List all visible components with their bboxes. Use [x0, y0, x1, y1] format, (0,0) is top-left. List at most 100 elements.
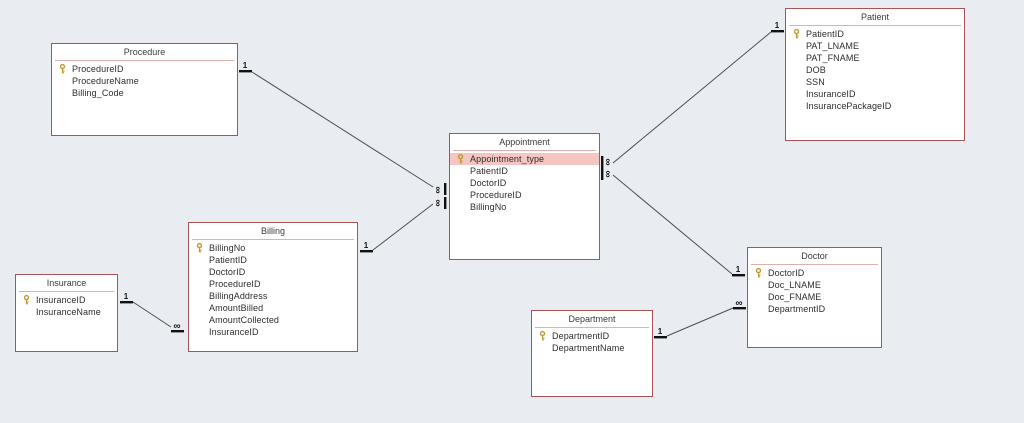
field-row[interactable]: ProcedureID — [189, 278, 357, 290]
many-end-bar — [601, 156, 604, 168]
field-name: ProcedureID — [209, 279, 261, 289]
table-title[interactable]: Patient — [789, 9, 961, 26]
field-row[interactable]: DoctorID — [189, 266, 357, 278]
field-name: ProcedureName — [72, 76, 139, 86]
table-insurance[interactable]: Insurance InsuranceID InsuranceName — [15, 274, 118, 352]
field-name: PatientID — [209, 255, 247, 265]
relationship-line-billing-appointment[interactable] — [372, 203, 434, 251]
field-row[interactable]: AmountBilled — [189, 302, 357, 314]
field-row[interactable]: SSN — [786, 76, 964, 88]
table-department[interactable]: Department DepartmentID DepartmentName — [531, 310, 653, 397]
field-row[interactable]: InsuranceID — [16, 294, 117, 306]
cardinality-label-many: ∞ — [432, 186, 443, 193]
table-title[interactable]: Billing — [192, 223, 354, 240]
one-end-bar — [732, 274, 745, 277]
field-name: PAT_FNAME — [806, 53, 860, 63]
one-end-bar — [120, 301, 133, 304]
field-name: DOB — [806, 65, 826, 75]
primary-key-icon — [457, 154, 470, 164]
field-row[interactable]: DepartmentID — [748, 303, 881, 315]
field-name: PatientID — [470, 166, 508, 176]
cardinality-label-many: ∞ — [735, 298, 742, 309]
field-name: DepartmentID — [552, 331, 610, 341]
table-patient[interactable]: Patient PatientID PAT_LNAME PAT_FNAME DO… — [785, 8, 965, 141]
relationship-line-department-doctor[interactable] — [666, 307, 734, 337]
table-appointment[interactable]: Appointment Appointment_type PatientID D… — [449, 133, 600, 260]
field-name: AmountCollected — [209, 315, 280, 325]
many-end-bar — [171, 330, 184, 333]
field-name: InsurancePackageID — [806, 101, 892, 111]
many-end-bar — [733, 307, 746, 310]
field-row[interactable]: PAT_FNAME — [786, 52, 964, 64]
field-row[interactable]: AmountCollected — [189, 314, 357, 326]
one-end-bar — [654, 336, 667, 339]
field-row[interactable]: DepartmentID — [532, 330, 652, 342]
field-row[interactable]: BillingNo — [189, 242, 357, 254]
field-row[interactable]: BillingAddress — [189, 290, 357, 302]
cardinality-label-many: ∞ — [602, 170, 613, 177]
field-row[interactable]: InsuranceName — [16, 306, 117, 318]
field-row[interactable]: DoctorID — [450, 177, 599, 189]
field-row[interactable]: ProcedureName — [52, 75, 237, 87]
field-row[interactable]: PAT_LNAME — [786, 40, 964, 52]
cardinality-label-one: 1 — [775, 21, 780, 30]
relationship-line-procedure-appointment[interactable] — [251, 71, 434, 188]
cardinality-label-one: 1 — [124, 292, 129, 301]
field-row[interactable]: PatientID — [450, 165, 599, 177]
field-row[interactable]: ProcedureID — [450, 189, 599, 201]
table-title[interactable]: Insurance — [19, 275, 114, 292]
field-name: InsuranceID — [36, 295, 86, 305]
field-name: PatientID — [806, 29, 844, 39]
table-doctor[interactable]: Doctor DoctorID Doc_LNAME Doc_FNAME Depa… — [747, 247, 882, 348]
cardinality-label-many: ∞ — [432, 199, 443, 206]
field-name: PAT_LNAME — [806, 41, 860, 51]
primary-key-icon — [539, 331, 552, 341]
table-title[interactable]: Department — [535, 311, 649, 328]
field-row[interactable]: DoctorID — [748, 267, 881, 279]
field-row[interactable]: PatientID — [189, 254, 357, 266]
field-row[interactable]: Doc_LNAME — [748, 279, 881, 291]
field-name: DepartmentID — [768, 304, 826, 314]
primary-key-icon — [793, 29, 806, 39]
field-row[interactable]: Doc_FNAME — [748, 291, 881, 303]
field-name: BillingNo — [209, 243, 246, 253]
cardinality-label-one: 1 — [243, 61, 248, 70]
table-billing[interactable]: Billing BillingNo PatientID DoctorID Pro… — [188, 222, 358, 352]
field-row[interactable]: ProcedureID — [52, 63, 237, 75]
table-title[interactable]: Appointment — [453, 134, 596, 151]
field-row[interactable]: InsuranceID — [786, 88, 964, 100]
field-row[interactable]: PatientID — [786, 28, 964, 40]
field-name: ProcedureID — [470, 190, 522, 200]
field-row[interactable]: BillingNo — [450, 201, 599, 213]
field-row[interactable]: InsurancePackageID — [786, 100, 964, 112]
table-procedure[interactable]: Procedure ProcedureID ProcedureName Bill… — [51, 43, 238, 136]
field-row[interactable]: InsuranceID — [189, 326, 357, 338]
field-row[interactable]: DepartmentName — [532, 342, 652, 354]
field-name: ProcedureID — [72, 64, 124, 74]
cardinality-label-one: 1 — [658, 327, 663, 336]
many-end-bar — [601, 168, 604, 180]
many-end-bar — [444, 183, 447, 195]
one-end-bar — [360, 250, 373, 253]
table-title[interactable]: Doctor — [751, 248, 878, 265]
relationship-line-insurance-billing[interactable] — [132, 301, 172, 328]
field-row[interactable]: Billing_Code — [52, 87, 237, 99]
field-name: Doc_FNAME — [768, 292, 822, 302]
field-name: BillingAddress — [209, 291, 268, 301]
primary-key-icon — [23, 295, 36, 305]
cardinality-label-many: ∞ — [602, 158, 613, 165]
field-name: Doc_LNAME — [768, 280, 821, 290]
field-row-highlighted[interactable]: Appointment_type — [450, 153, 599, 165]
relationship-line-doctor-appointment[interactable] — [612, 174, 733, 275]
cardinality-label-one: 1 — [364, 241, 369, 250]
cardinality-label-many: ∞ — [173, 321, 180, 332]
one-end-bar — [771, 30, 784, 33]
field-name: DoctorID — [209, 267, 246, 277]
field-name: InsuranceID — [806, 89, 856, 99]
cardinality-label-one: 1 — [736, 265, 741, 274]
relationship-line-patient-appointment[interactable] — [612, 31, 772, 164]
field-row[interactable]: DOB — [786, 64, 964, 76]
table-title[interactable]: Procedure — [55, 44, 234, 61]
